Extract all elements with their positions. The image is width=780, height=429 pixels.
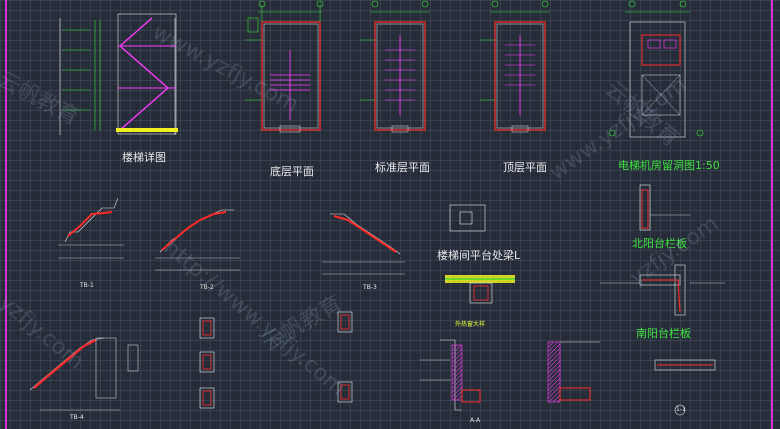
tag-tb4: TB-4 <box>70 414 84 421</box>
beam-section-details <box>127 311 353 409</box>
north-balcony-panel-detail <box>639 184 690 231</box>
sheet-border-left <box>5 0 7 429</box>
stair-flight-tb4 <box>29 337 120 411</box>
stair-flight-tb3 <box>322 213 405 275</box>
south-balcony-panel-detail <box>600 264 725 316</box>
stair-flight-tb1 <box>58 197 124 259</box>
balcony-bottom-detail <box>654 359 716 416</box>
ground-floor-plan <box>245 0 324 133</box>
stair-section-detail <box>59 13 178 135</box>
tag-window-sill: 外热窗大样 <box>455 321 486 328</box>
tag-section-aa: A-A <box>470 417 481 424</box>
title-north-balcony: 北阳台栏板 <box>632 237 687 250</box>
title-south-balcony: 南阳台栏板 <box>636 327 691 340</box>
title-stair-detail: 楼梯详图 <box>122 151 166 164</box>
tag-tb1: TB-1 <box>80 282 94 289</box>
title-top-plan: 顶层平面 <box>503 161 547 174</box>
top-floor-plan <box>480 0 550 133</box>
tag-tb3: TB-3 <box>363 284 377 291</box>
window-sill-detail <box>420 339 600 411</box>
title-platform-beam: 楼梯间平台处梁L <box>437 249 521 262</box>
title-ground-plan: 底层平面 <box>270 165 314 178</box>
sheet-border-right <box>771 0 773 429</box>
tag-section-11: 1-1 <box>676 406 686 413</box>
elevator-machine-room-plan <box>608 0 704 138</box>
title-elevator-room: 电梯机房留洞图1:50 <box>618 159 720 172</box>
standard-floor-plan <box>360 0 430 133</box>
stair-flight-tb2 <box>155 209 240 271</box>
title-standard-plan: 标准层平面 <box>375 161 430 174</box>
platform-beam-detail <box>445 204 515 304</box>
tag-tb2: TB-2 <box>200 284 214 291</box>
